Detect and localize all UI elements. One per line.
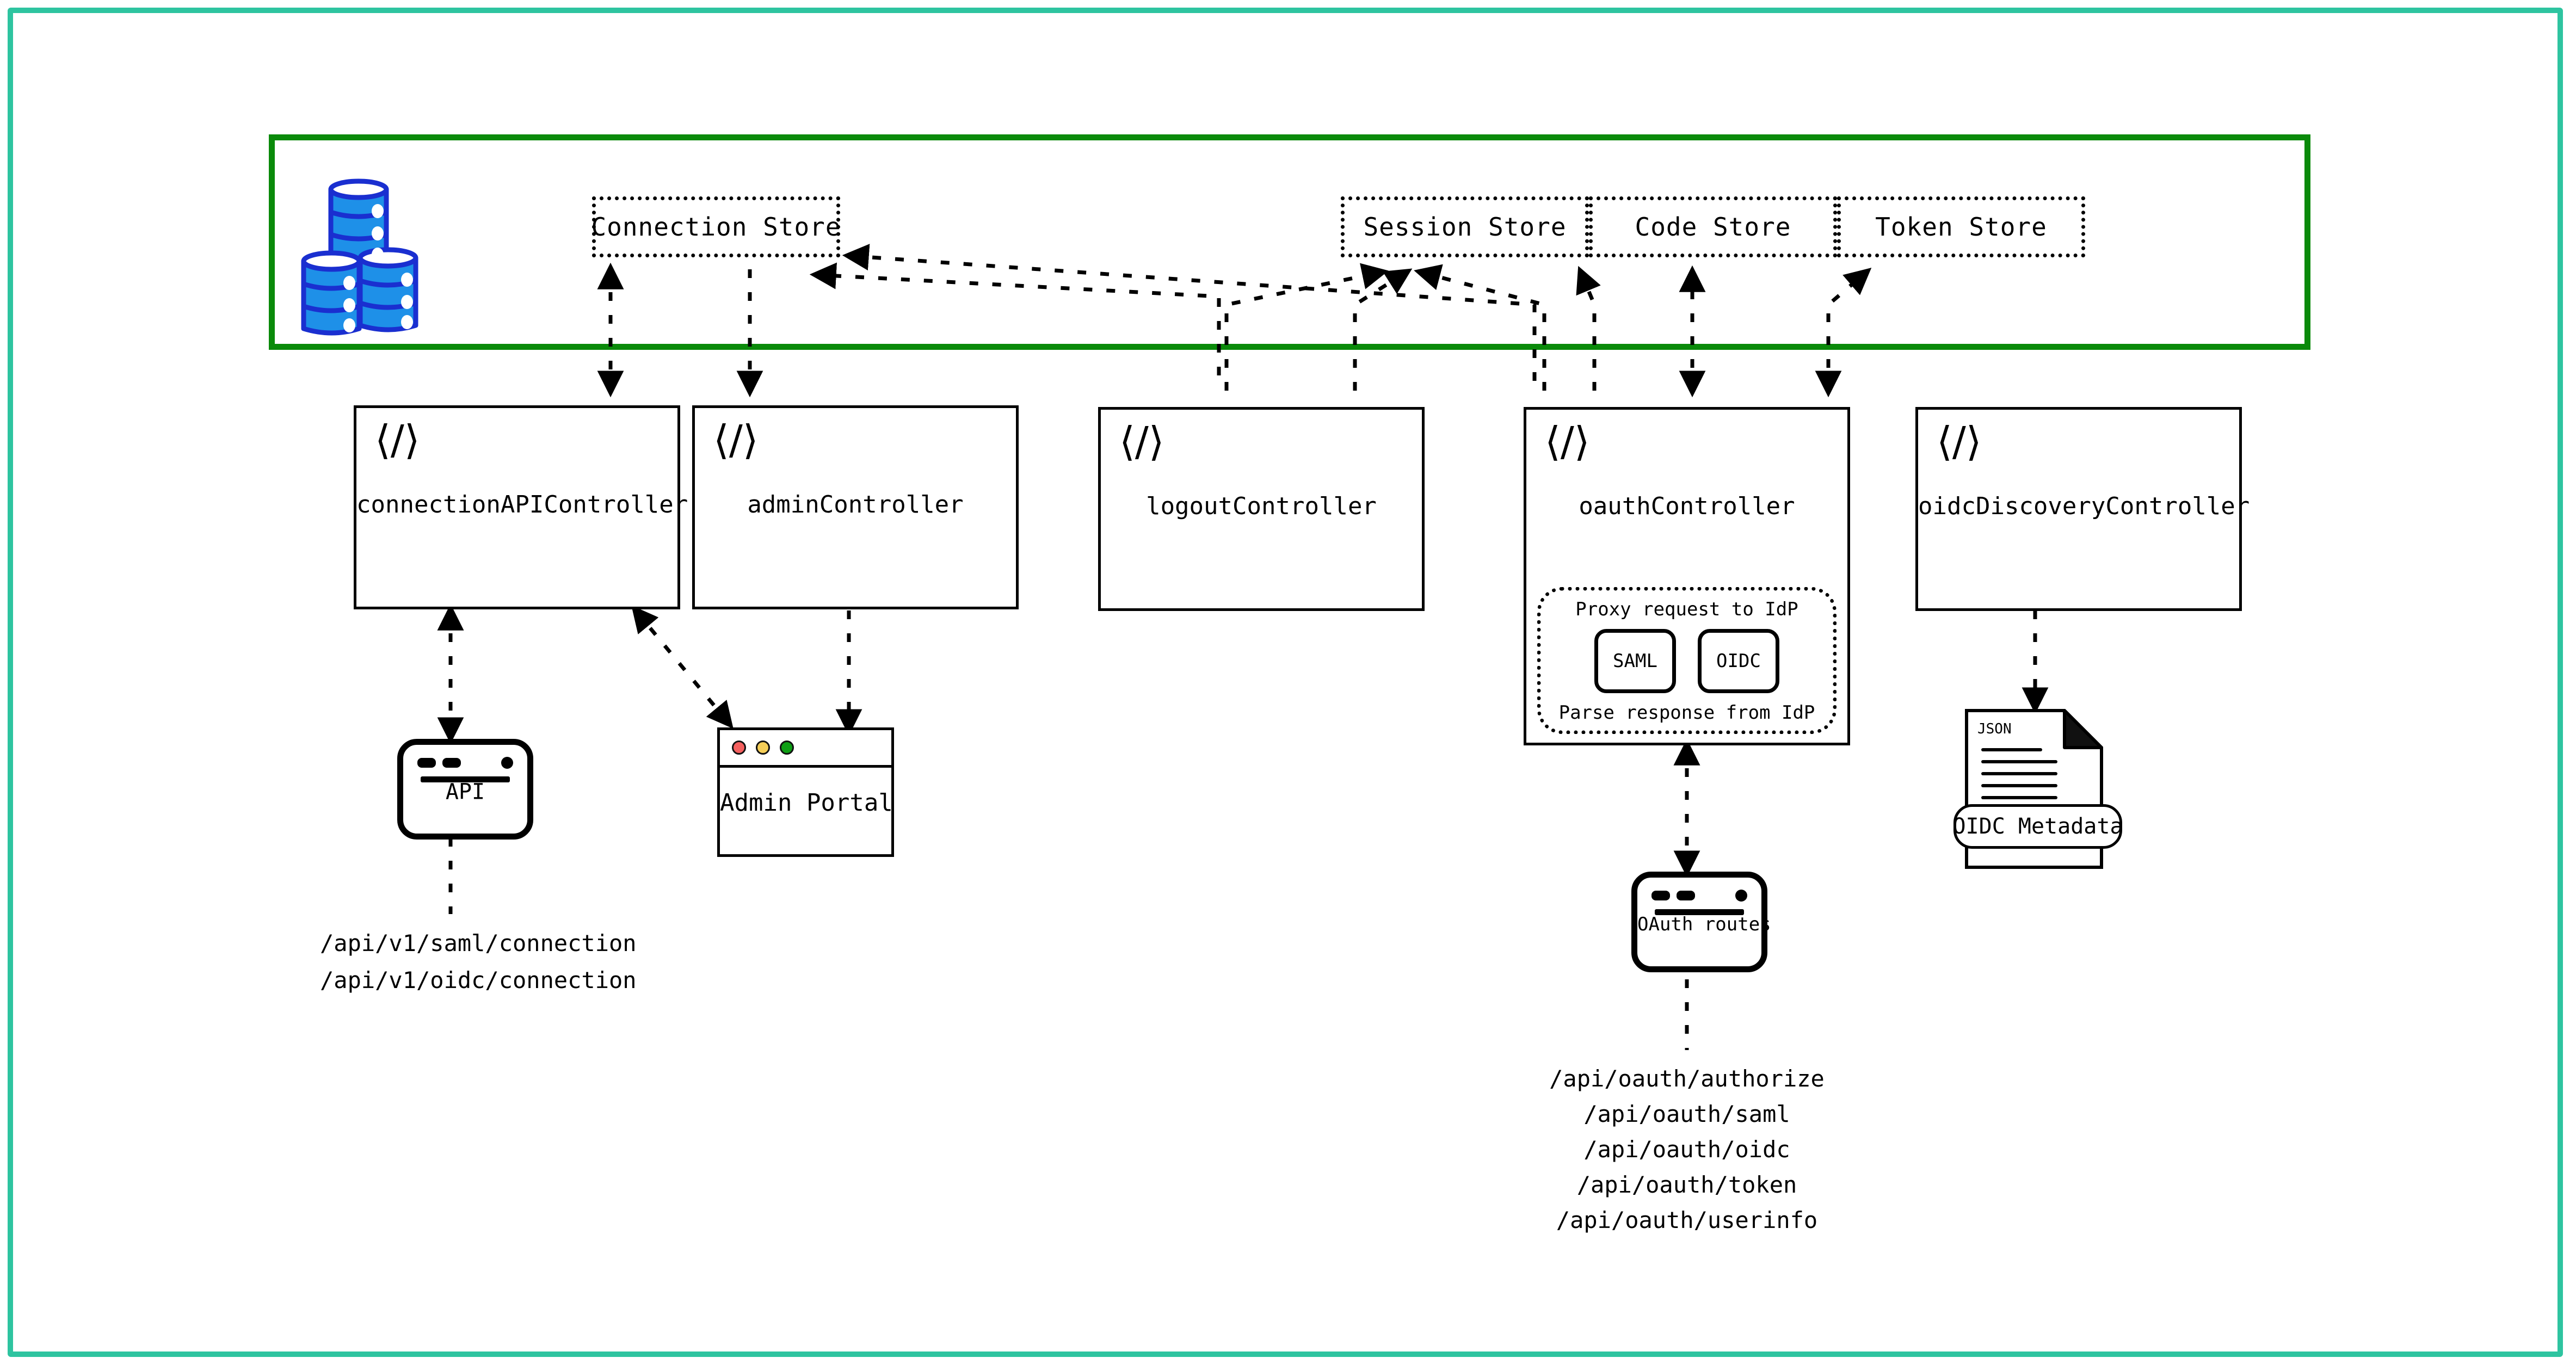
store-label-session: Session Store	[1363, 212, 1567, 242]
controller-connection-api[interactable]: ⟨/⟩ connectionAPIController	[354, 405, 688, 609]
svg-text:JSON: JSON	[1977, 721, 2012, 737]
window-dot	[1735, 890, 1747, 902]
idp-protocol-row: SAML OIDC	[1594, 629, 1779, 693]
code-brackets-icon: ⟨/⟩	[375, 417, 420, 464]
controller-label-admin: adminController	[747, 491, 964, 519]
oauth-endpoints: /api/oauth/authorize /api/oauth/saml /ap…	[1469, 1061, 1905, 1238]
controller-logout[interactable]: ⟨/⟩ logoutController	[1098, 407, 1425, 611]
controller-oidc-discovery[interactable]: ⟨/⟩ oidcDiscoveryController	[1915, 407, 2250, 611]
store-label-connection: Connection Store	[591, 212, 841, 242]
oidc-metadata-label: OIDC Metadata	[1952, 814, 2123, 839]
protocol-chip-saml[interactable]: SAML	[1594, 629, 1676, 693]
window-pill-2	[442, 758, 461, 768]
endpoint-item: /api/v1/saml/connection	[320, 930, 637, 956]
traffic-light-yellow-icon	[756, 740, 770, 755]
browser-titlebar	[720, 730, 891, 768]
code-brackets-icon: ⟨/⟩	[713, 417, 759, 464]
store-box-code[interactable]: Code Store	[1589, 196, 1837, 257]
oidc-metadata-badge: OIDC Metadata	[1952, 804, 2123, 849]
endpoint-item: /api/oauth/token	[1576, 1171, 1797, 1199]
admin-portal-node[interactable]: Admin Portal	[717, 727, 894, 857]
window-pill-1	[417, 758, 436, 768]
window-pill-2	[1677, 891, 1695, 900]
controller-label-oauth: oauthController	[1579, 492, 1795, 520]
controller-admin[interactable]: ⟨/⟩ adminController	[692, 405, 1019, 609]
code-brackets-icon: ⟨/⟩	[1937, 418, 1982, 465]
code-brackets-icon: ⟨/⟩	[1119, 418, 1164, 465]
window-bar	[420, 776, 510, 782]
controller-label-oidc-discovery: oidcDiscoveryController	[1918, 492, 2250, 520]
idp-proxy-group: Proxy request to IdP SAML OIDC Parse res…	[1537, 587, 1837, 734]
idp-parse-response-text: Parse response from IdP	[1558, 702, 1815, 724]
oauth-routes-node[interactable]: OAuth routes	[1631, 872, 1771, 972]
oauth-routes-label: OAuth routes	[1637, 913, 1771, 935]
traffic-light-red-icon	[732, 740, 746, 755]
controller-label-connection-api: connectionAPIController	[356, 491, 688, 519]
api-node[interactable]: API	[397, 739, 533, 840]
controller-oauth[interactable]: ⟨/⟩ oauthController Proxy request to IdP…	[1524, 407, 1850, 745]
api-node-label: API	[445, 779, 485, 805]
endpoint-item: /api/oauth/userinfo	[1556, 1207, 1818, 1234]
controller-label-logout: logoutController	[1146, 492, 1377, 520]
store-label-token: Token Store	[1875, 212, 2047, 242]
endpoint-item: /api/oauth/authorize	[1549, 1065, 1825, 1092]
code-brackets-icon: ⟨/⟩	[1545, 418, 1590, 465]
endpoint-item: /api/v1/oidc/connection	[320, 967, 637, 994]
traffic-light-green-icon	[780, 740, 794, 755]
store-label-code: Code Store	[1635, 212, 1791, 242]
outer-frame-border	[8, 8, 2563, 1357]
window-pill-1	[1651, 891, 1670, 900]
protocol-label-saml: SAML	[1613, 650, 1657, 672]
oidc-metadata-node[interactable]: JSON OIDC Metadata	[1952, 707, 2123, 871]
store-box-session[interactable]: Session Store	[1341, 196, 1589, 257]
idp-proxy-request-text: Proxy request to IdP	[1575, 598, 1798, 620]
admin-portal-label: Admin Portal	[720, 789, 893, 817]
store-box-token[interactable]: Token Store	[1837, 196, 2085, 257]
window-dot	[501, 757, 513, 769]
endpoint-item: /api/oauth/saml	[1583, 1101, 1790, 1128]
window-bar	[1654, 909, 1745, 915]
protocol-chip-oidc[interactable]: OIDC	[1698, 629, 1779, 693]
store-box-connection[interactable]: Connection Store	[591, 196, 841, 257]
endpoint-item: /api/oauth/oidc	[1583, 1136, 1790, 1163]
connection-api-endpoints: /api/v1/saml/connection /api/v1/oidc/con…	[320, 925, 637, 999]
protocol-label-oidc: OIDC	[1716, 650, 1761, 672]
